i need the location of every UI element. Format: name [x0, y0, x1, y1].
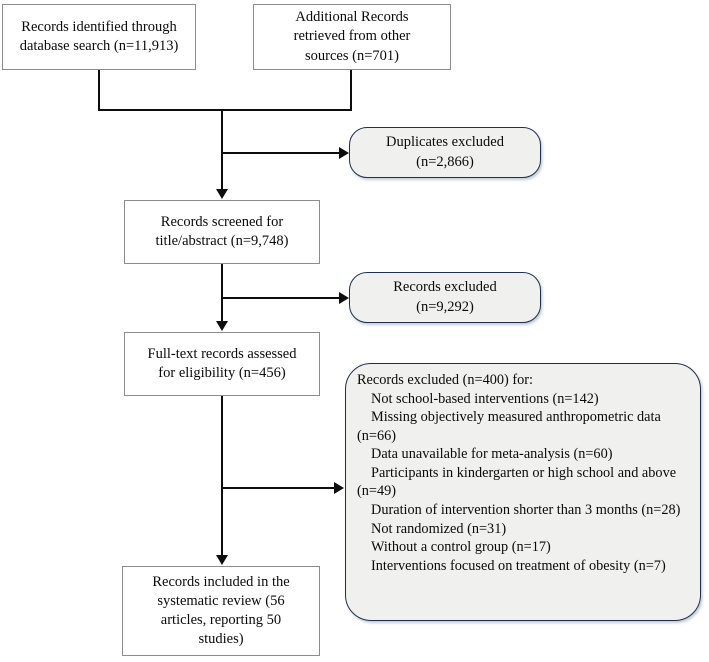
- node-line: (n=2,866): [416, 153, 474, 170]
- node-records-screened: Records screened for title/abstract (n=9…: [124, 200, 320, 264]
- exclusion-list-item: Missing objectively measured anthropomet…: [357, 409, 661, 444]
- connector-left-drop: [98, 70, 100, 111]
- node-line: retrieved from other: [293, 28, 411, 45]
- exclusion-list-heading: Records excluded (n=400) for:: [357, 372, 533, 388]
- connector-right-drop: [350, 70, 352, 111]
- connector-branch-duplicates: [221, 152, 341, 154]
- node-records-excluded: Records excluded (n=9,292): [349, 272, 541, 323]
- arrow-right-to-duplicates: [339, 147, 349, 159]
- node-duplicates-excluded: Duplicates excluded (n=2,866): [349, 127, 541, 178]
- node-line: database search (n=11,913): [19, 38, 179, 54]
- arrow-right-to-exclusion-reasons: [334, 482, 344, 494]
- exclusion-list-item: Without a control group (n=17): [371, 539, 551, 556]
- node-additional-records: Additional Records retrieved from other …: [253, 4, 451, 70]
- exclusion-list-item: Data unavailable for meta-analysis (n=60…: [371, 446, 613, 463]
- arrow-down-to-fulltext: [216, 321, 228, 331]
- node-line: Duplicates excluded: [386, 134, 504, 151]
- exclusion-list-item: Participants in kindergarten or high sch…: [357, 464, 677, 500]
- node-records-identified-database: Records identified through database sear…: [2, 4, 196, 70]
- node-line: (n=9,292): [416, 298, 474, 315]
- connector-branch-exclusion-reasons: [221, 487, 336, 489]
- connector-branch-records-excluded: [221, 297, 341, 299]
- exclusion-list-item: Not school-based interventions (n=142): [371, 390, 599, 407]
- arrow-right-to-records-excluded: [339, 292, 349, 304]
- node-line: Records excluded: [393, 279, 497, 296]
- exclusion-list-item: Duration of intervention shorter than 3 …: [371, 502, 681, 519]
- connector-spine-1: [221, 109, 223, 190]
- node-line: for eligibility (n=456): [158, 365, 286, 381]
- node-fulltext-assessed: Full-text records assessed for eligibili…: [124, 332, 320, 396]
- node-line: articles, reporting 50: [160, 612, 282, 628]
- arrow-down-to-screened: [216, 189, 228, 199]
- node-line: title/abstract (n=9,748): [155, 233, 289, 249]
- node-line: Full-text records assessed: [147, 345, 297, 362]
- node-line: Additional Records: [295, 9, 409, 26]
- connector-merge-bar: [98, 109, 352, 111]
- exclusion-list-item: Not randomized (n=31): [371, 520, 507, 537]
- node-line: systematic review (56: [157, 592, 285, 609]
- node-line: Records included in the: [152, 573, 290, 590]
- node-line: studies): [198, 631, 244, 648]
- exclusion-list-item: Interventions focused on treatment of ob…: [371, 557, 666, 574]
- node-records-included: Records included in the systematic revie…: [122, 566, 320, 656]
- node-records-excluded-reasons: Records excluded (n=400) for: Not school…: [345, 363, 701, 621]
- node-line: Records screened for: [160, 213, 284, 230]
- connector-spine-2: [221, 264, 223, 322]
- node-line: Records identified through: [21, 18, 177, 35]
- exclusion-reason-list: Records excluded (n=400) for: Not school…: [357, 371, 691, 575]
- arrow-down-to-included: [216, 555, 228, 565]
- connector-spine-3: [221, 396, 223, 556]
- node-line: sources (n=701): [305, 47, 399, 64]
